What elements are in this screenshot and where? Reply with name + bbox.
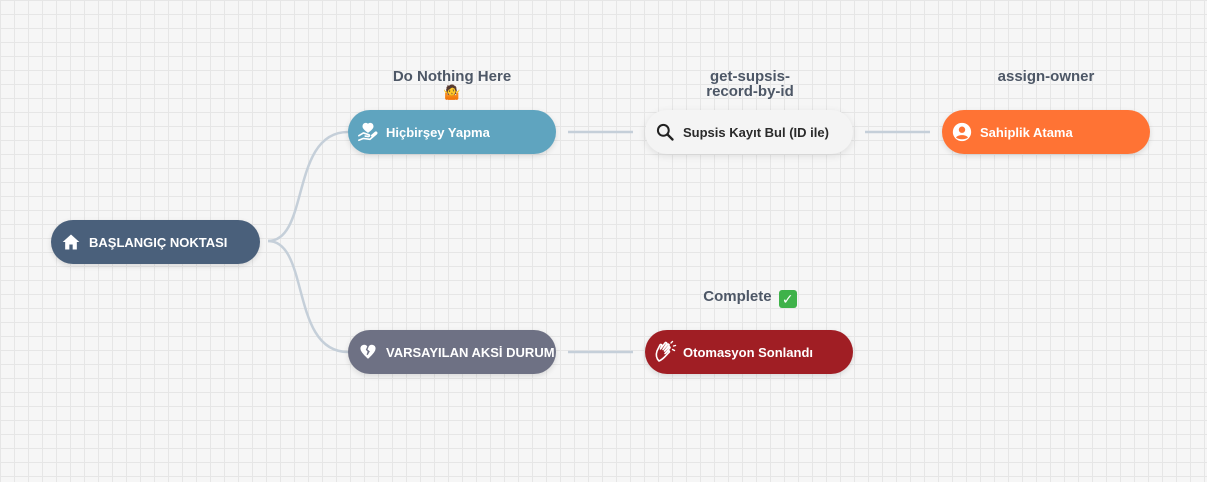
- node-default-else-label: VARSAYILAN AKSİ DURUM: [386, 344, 555, 360]
- connector-start-to-do-nothing: [267, 130, 349, 243]
- node-assign-owner-label: Sahiplik Atama: [980, 124, 1073, 140]
- check-mark-icon: ✓: [778, 290, 797, 308]
- broken-heart-icon: [356, 340, 380, 364]
- node-start[interactable]: BAŞLANGIÇ NOKTASI: [51, 220, 260, 264]
- caption-end-text: Complete: [703, 288, 772, 305]
- caption-do-nothing-text: Do Nothing Here: [392, 68, 512, 85]
- clap-icon: [653, 340, 677, 364]
- user-circle-icon: [950, 120, 974, 144]
- node-search-record-label: Supsis Kayıt Bul (ID ile): [683, 124, 829, 140]
- node-assign-owner[interactable]: Sahiplik Atama: [942, 110, 1150, 154]
- node-search-record[interactable]: Supsis Kayıt Bul (ID ile): [645, 110, 853, 154]
- home-icon: [59, 230, 83, 254]
- caption-do-nothing: Do Nothing Here 🤷: [352, 69, 552, 100]
- search-icon: [653, 120, 677, 144]
- node-automation-end[interactable]: Otomasyon Sonlandı: [645, 330, 853, 374]
- node-do-nothing[interactable]: Hiçbirşey Yapma: [348, 110, 556, 154]
- node-do-nothing-label: Hiçbirşey Yapma: [386, 124, 490, 140]
- caption-end: Complete ✓: [650, 289, 850, 308]
- connector-start-to-default: [267, 239, 349, 354]
- node-start-label: BAŞLANGIÇ NOKTASI: [89, 234, 228, 250]
- shrug-icon: 🤷: [443, 84, 461, 100]
- caption-owner: assign-owner: [997, 68, 1095, 85]
- hand-heart-icon: [356, 120, 380, 144]
- node-default-else[interactable]: VARSAYILAN AKSİ DURUM: [348, 330, 556, 374]
- caption-search: get-supsis-record-by-id: [706, 68, 794, 100]
- node-automation-end-label: Otomasyon Sonlandı: [683, 344, 814, 360]
